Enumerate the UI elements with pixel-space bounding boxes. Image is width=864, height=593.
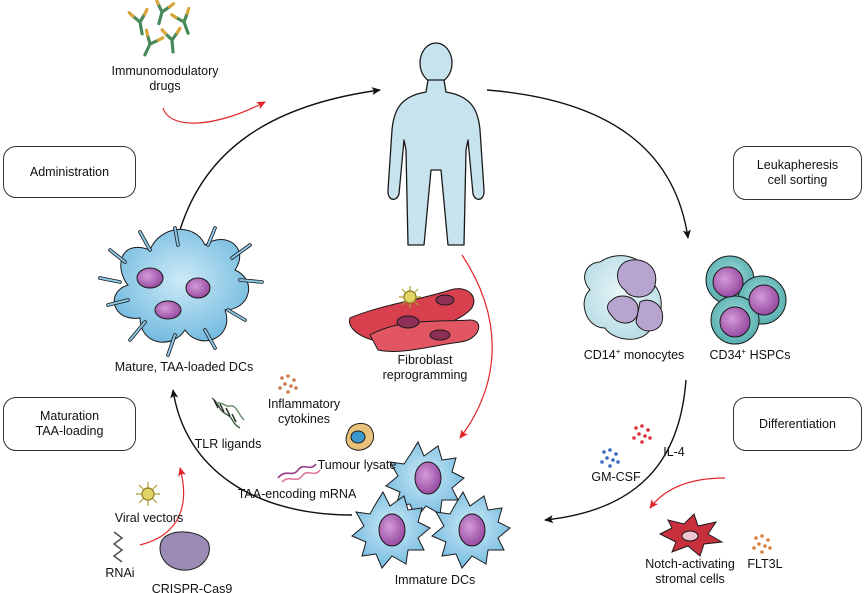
patient-silhouette — [387, 42, 485, 246]
label-immunomodulatory-line2: drugs — [149, 79, 181, 93]
arrow-stromal — [649, 477, 726, 509]
taa-mrna-icon — [277, 463, 321, 483]
stage-label-leukapheresis-2: cell sorting — [767, 173, 828, 187]
label-immunomodulatory-drugs: Immunomodulatory drugs — [100, 64, 230, 94]
stage-label-differentiation: Differentiation — [759, 416, 836, 431]
label-gmcsf: GM-CSF — [591, 470, 641, 484]
rnai-icon — [112, 531, 124, 563]
label-inflammatory-line1: Inflammatory — [267, 397, 341, 411]
label-inflammatory-line2: cytokines — [277, 412, 331, 426]
label-taa-mrna: TAA-encoding mRNA — [237, 487, 357, 501]
fibroblast-cells — [349, 288, 480, 352]
label-mature-dcs: Mature, TAA-loaded DCs — [114, 360, 254, 374]
label-fibroblast-reprogramming: Fibroblast reprogramming — [370, 353, 480, 383]
stage-label-maturation-2: TAA-loading — [35, 424, 104, 438]
label-fibroblast-line2: reprogramming — [382, 368, 468, 382]
label-immunomodulatory-line1: Immunomodulatory — [111, 64, 219, 78]
cycle-arrow-maturation — [170, 389, 353, 516]
stage-label-maturation-1: Maturation — [39, 409, 100, 423]
viral-vector-icon — [136, 482, 160, 506]
label-cd14-monocytes: CD14+ monocytes — [572, 346, 696, 363]
label-notch-line2: stromal cells — [655, 572, 725, 586]
stage-box-administration: Administration — [3, 146, 136, 198]
virus-icon-fibroblast — [399, 286, 421, 308]
label-notch-stromal: Notch-activating stromal cells — [638, 557, 742, 587]
gmcsf-dots — [600, 448, 620, 468]
stage-box-leukapheresis: Leukapheresis cell sorting — [733, 146, 862, 200]
cycle-arrow-administration — [179, 87, 381, 231]
immature-dc-cells — [351, 440, 511, 569]
label-immature-dcs: Immature DCs — [394, 573, 476, 587]
crispr-cas9-icon — [159, 531, 210, 571]
stromal-cell-icon — [658, 513, 724, 557]
hspc-cluster — [705, 255, 787, 345]
label-cd34-prefix: CD34 — [709, 348, 742, 362]
tlr-ligand-icon — [211, 397, 245, 429]
label-cd34-sup: + — [741, 346, 747, 356]
stage-box-maturation: Maturation TAA-loading — [3, 397, 136, 451]
label-cd14-sup: + — [615, 346, 621, 356]
tumour-lysate-icon — [345, 423, 374, 451]
label-rnai: RNAi — [105, 566, 135, 580]
label-il4: IL-4 — [663, 445, 685, 459]
arrow-fibroblast — [459, 254, 493, 439]
mature-dc-cluster — [98, 226, 264, 357]
monocyte-cluster — [583, 255, 664, 340]
inflammatory-cytokines-dots — [278, 374, 298, 394]
label-fibroblast-line1: Fibroblast — [397, 353, 453, 367]
label-viral-vectors: Viral vectors — [114, 511, 184, 525]
cycle-arrow-differentiation — [544, 379, 687, 524]
arrow-drugs — [162, 101, 266, 124]
label-inflammatory-cytokines: Inflammatory cytokines — [262, 397, 346, 427]
label-tumour-lysate: Tumour lysate — [317, 458, 397, 472]
stage-box-differentiation: Differentiation — [733, 397, 862, 451]
flt3l-dots — [752, 534, 772, 554]
label-cd14-prefix: CD14 — [583, 348, 616, 362]
antibody-icon-group — [127, 0, 191, 57]
label-flt3l: FLT3L — [747, 557, 783, 571]
stage-label-leukapheresis-1: Leukapheresis — [756, 158, 839, 172]
label-tlr-ligands: TLR ligands — [194, 437, 262, 451]
il4-dots — [632, 424, 652, 444]
label-cd34-suffix: HSPCs — [746, 348, 791, 362]
label-crispr-cas9: CRISPR-Cas9 — [151, 582, 233, 593]
label-notch-line1: Notch-activating — [645, 557, 735, 571]
stage-label-administration: Administration — [29, 164, 110, 179]
cycle-arrow-leukapheresis — [486, 89, 691, 239]
label-cd34-hspcs: CD34+ HSPCs — [700, 346, 800, 363]
label-cd14-suffix: monocytes — [620, 348, 685, 362]
arrow-genetic-tools — [139, 467, 186, 546]
